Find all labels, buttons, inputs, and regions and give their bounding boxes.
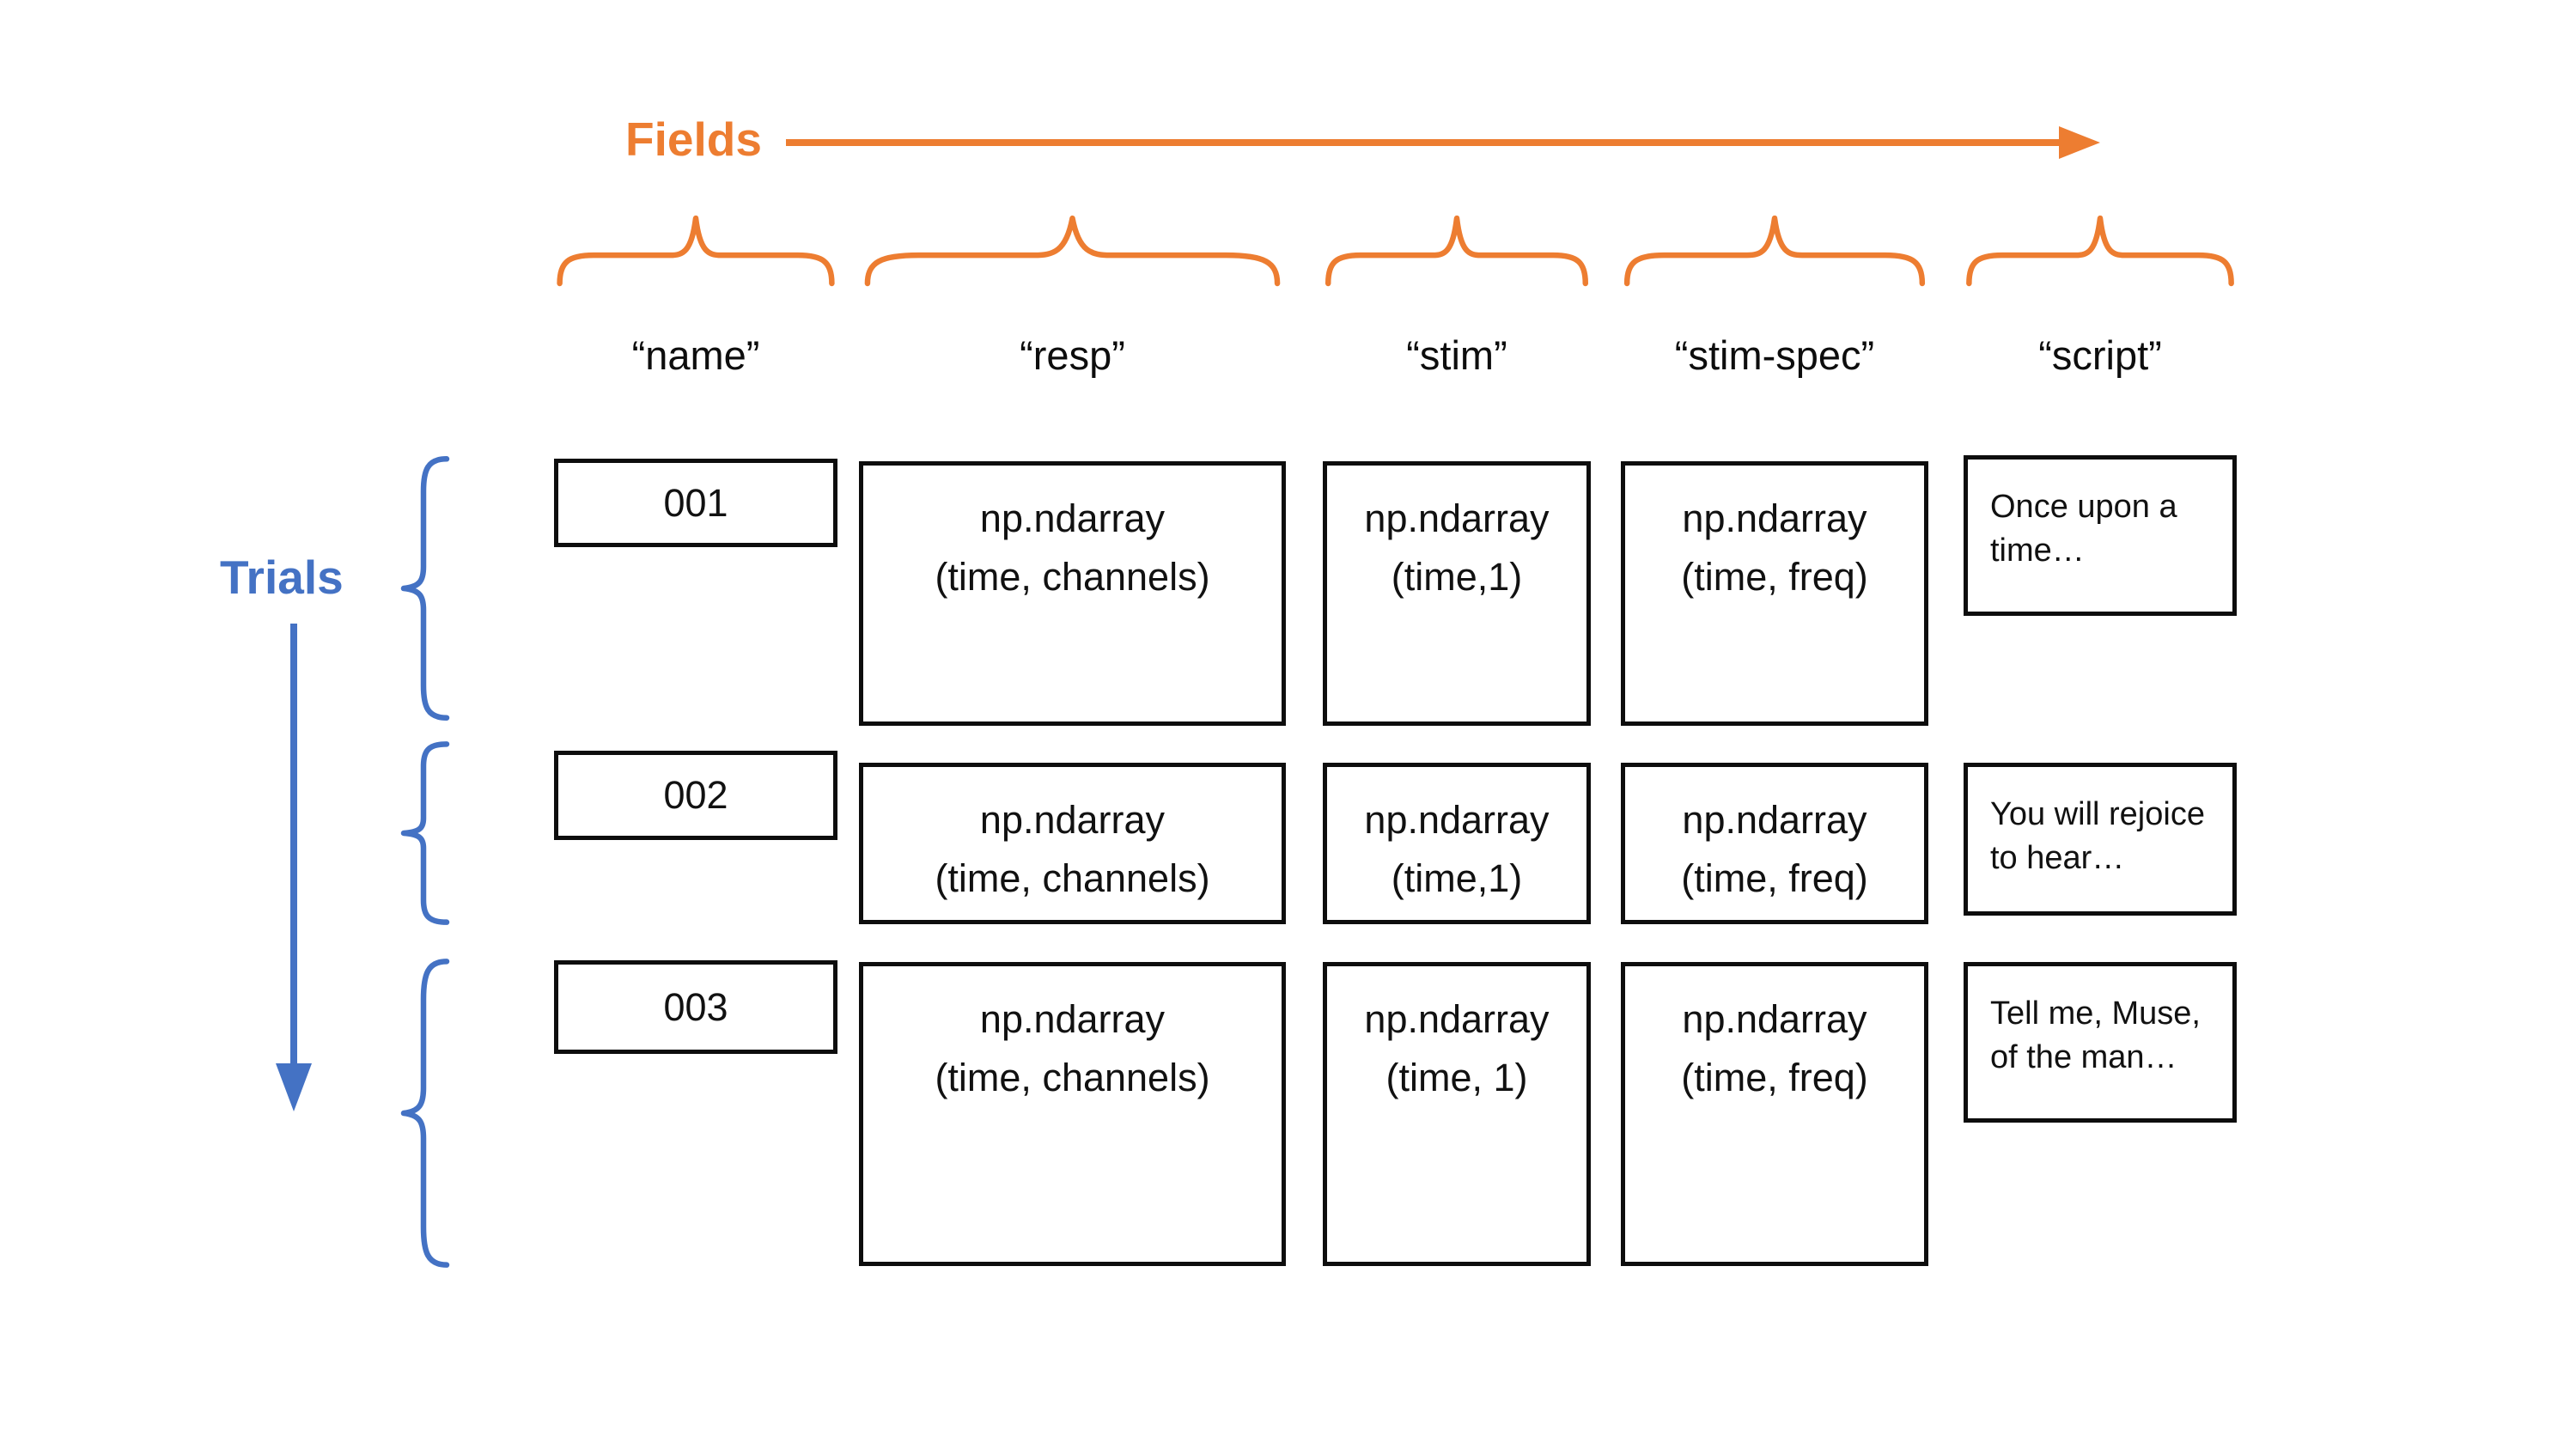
cell-r2-stim-spec: np.ndarray (time, freq) <box>1621 763 1928 924</box>
cell-text-line: Once upon a <box>1990 489 2177 525</box>
field-brace-stim-spec-icon <box>1621 213 1928 285</box>
field-brace-resp-icon <box>859 213 1286 285</box>
header-name: “name” <box>631 332 760 378</box>
cell-text-line: Tell me, Muse, <box>1990 995 2201 1032</box>
cell-r3-resp: np.ndarray (time, channels) <box>859 962 1286 1266</box>
cell-r1-stim-spec: np.ndarray (time, freq) <box>1621 461 1928 726</box>
cell-text-line: (time, freq) <box>1681 555 1868 599</box>
cell-text-line: np.ndarray <box>1364 997 1550 1041</box>
cell-r1-stim: np.ndarray (time,1) <box>1323 461 1591 726</box>
cell-r1-resp: np.ndarray (time, channels) <box>859 461 1286 726</box>
cell-text-line: (time, freq) <box>1681 1056 1868 1099</box>
cell-text-line: np.ndarray <box>979 798 1166 842</box>
field-brace-script-icon <box>1964 213 2237 285</box>
cell-text-line: time… <box>1990 533 2085 569</box>
header-stim-spec: “stim-spec” <box>1674 332 1875 378</box>
header-script: “script” <box>2038 332 2162 378</box>
cell-r1-name: 001 <box>554 459 837 547</box>
cell-text-line: of the man… <box>1990 1039 2177 1075</box>
cell-r2-resp: np.ndarray (time, channels) <box>859 763 1286 924</box>
cell-r3-name: 003 <box>554 960 837 1054</box>
cell-r1-script: Once upon a time… <box>1964 455 2237 616</box>
field-brace-stim-icon <box>1323 213 1591 285</box>
cell-text-line: np.ndarray <box>1364 798 1550 842</box>
trial-id: 003 <box>663 984 728 1029</box>
cell-text-line: np.ndarray <box>979 997 1166 1041</box>
cell-text-line: (time,1) <box>1391 856 1523 900</box>
cell-text-line: (time, channels) <box>935 555 1210 599</box>
cell-r3-script: Tell me, Muse, of the man… <box>1964 962 2237 1123</box>
header-stim: “stim” <box>1406 332 1507 378</box>
cell-text-line: to hear… <box>1990 840 2125 876</box>
cell-r3-stim: np.ndarray (time, 1) <box>1323 962 1591 1266</box>
trial-brace-1-icon <box>400 454 450 723</box>
cell-r2-stim: np.ndarray (time,1) <box>1323 763 1591 924</box>
cell-text-line: np.ndarray <box>1682 997 1867 1041</box>
cell-text-line: (time, channels) <box>935 856 1210 900</box>
trial-id: 002 <box>663 773 728 817</box>
trial-brace-3-icon <box>400 955 450 1271</box>
cell-r2-name: 002 <box>554 751 837 840</box>
trial-brace-2-icon <box>400 740 450 926</box>
trials-label: Trials <box>220 551 344 604</box>
fields-arrow-icon <box>786 126 2100 159</box>
cell-text-line: np.ndarray <box>1364 496 1550 540</box>
fields-label: Fields <box>625 113 762 166</box>
cell-text-line: np.ndarray <box>1682 496 1867 540</box>
cell-text-line: (time, freq) <box>1681 856 1868 900</box>
cell-text-line: You will rejoice <box>1990 796 2205 832</box>
cell-r2-script: You will rejoice to hear… <box>1964 763 2237 916</box>
cell-text-line: np.ndarray <box>979 496 1166 540</box>
trials-arrow-icon <box>276 624 312 1111</box>
cell-r3-stim-spec: np.ndarray (time, freq) <box>1621 962 1928 1266</box>
trial-id: 001 <box>663 480 728 525</box>
cell-text-line: np.ndarray <box>1682 798 1867 842</box>
cell-text-line: (time, channels) <box>935 1056 1210 1099</box>
header-resp: “resp” <box>1020 332 1125 378</box>
cell-text-line: (time,1) <box>1391 555 1523 599</box>
field-brace-name-icon <box>554 213 837 285</box>
cell-text-line: (time, 1) <box>1385 1056 1528 1099</box>
